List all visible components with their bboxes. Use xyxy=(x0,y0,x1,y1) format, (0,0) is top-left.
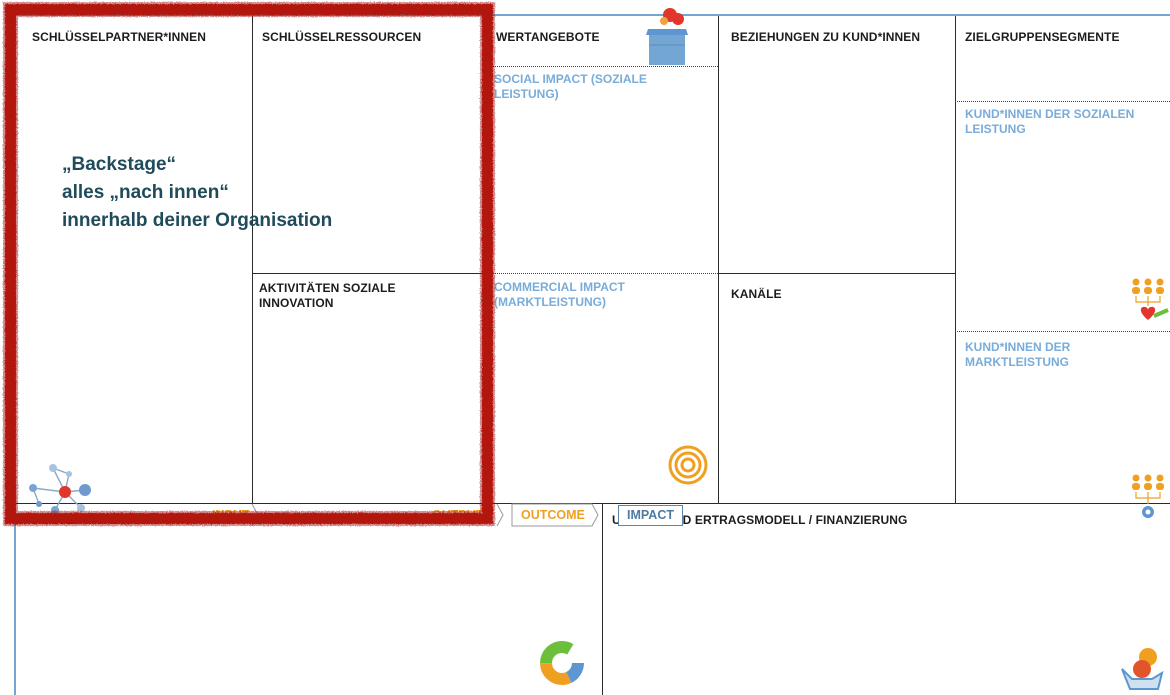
divider-costs-revenue xyxy=(602,503,603,695)
divider-partners-resources xyxy=(252,16,253,503)
segments-heading: ZIELGRUPPENSEGMENTE xyxy=(965,30,1120,44)
divider-resources-activities xyxy=(252,273,490,274)
callout-line-2: alles „nach innen“ xyxy=(62,182,229,203)
divider-top-bottom xyxy=(16,503,1170,504)
money-hand-icon xyxy=(1121,648,1164,690)
impact-label: IMPACT xyxy=(618,505,683,526)
market-customers-subheading: KUND*INNEN DER MARKTLEISTUNG xyxy=(965,340,1071,369)
key-resources-heading: SCHLÜSSELRESSOURCEN xyxy=(262,30,422,44)
social-customers-subheading: KUND*INNEN DER SOZIALEN LEISTUNG xyxy=(965,107,1135,136)
divider-relationships-segments xyxy=(955,16,956,503)
channels-heading: KANÄLE xyxy=(731,287,782,301)
output-chevron xyxy=(496,503,504,527)
divider-value-relationships xyxy=(718,16,719,503)
revenue-heading: UMSATZ UND ERTRAGSMODELL / FINANZIERUNG xyxy=(612,513,908,527)
commercial-impact-subheading: COMMERCIAL IMPACT (MARKTLEISTUNG) xyxy=(494,280,625,309)
activities-heading: AKTIVITÄTEN SOZIALE INNOVATION xyxy=(259,281,396,310)
dotted-segments-middle xyxy=(955,331,1170,332)
relationships-heading: BEZIEHUNGEN ZU KUND*INNEN xyxy=(731,30,921,44)
dotted-value-middle xyxy=(490,273,718,274)
canvas-top-border xyxy=(14,14,1170,16)
gift-box-icon xyxy=(646,8,688,65)
divider-relationships-channels xyxy=(718,273,955,274)
network-icon xyxy=(29,464,91,514)
outcome-label: OUTCOME xyxy=(521,508,585,522)
callout-line-3: innerhalb deiner Organisation xyxy=(62,210,333,231)
people-gear-icon xyxy=(1132,474,1164,518)
donut-icon xyxy=(540,641,584,685)
backstage-highlight-frame xyxy=(5,4,493,524)
value-propositions-heading: WERTANGEBOTE xyxy=(496,30,600,44)
target-icon xyxy=(668,445,708,485)
backstage-callout: „Backstage“ alles „nach innen“ innerhalb… xyxy=(62,151,332,235)
dotted-value-top xyxy=(490,66,718,67)
key-partners-heading: SCHLÜSSELPARTNER*INNEN xyxy=(32,30,206,44)
social-impact-subheading: SOCIAL IMPACT (SOZIALE LEISTUNG) xyxy=(494,72,647,101)
outcome-arrow xyxy=(511,503,599,527)
people-heart-icon xyxy=(1132,278,1169,320)
callout-line-1: „Backstage“ xyxy=(62,154,177,175)
dotted-segments-top xyxy=(955,101,1170,102)
